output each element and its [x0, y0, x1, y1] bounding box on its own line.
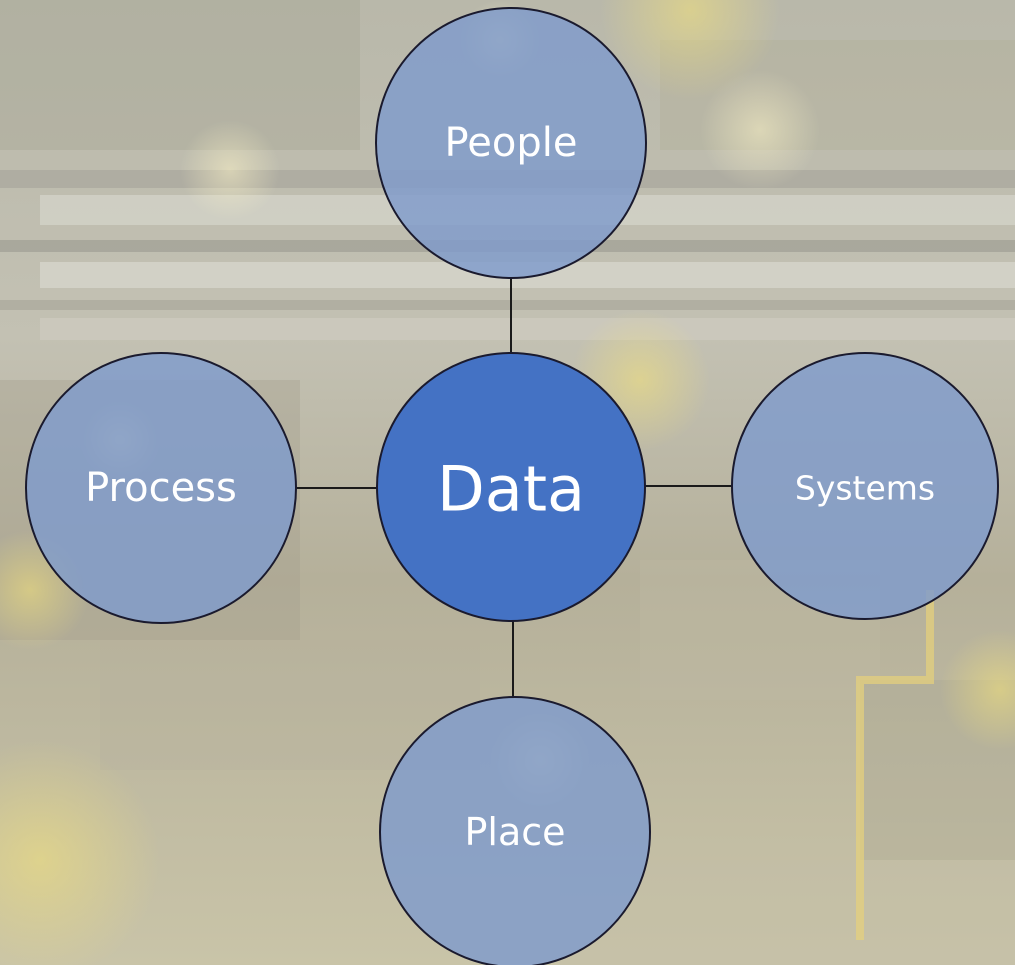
node-place-circle [379, 696, 651, 965]
node-process-circle [25, 352, 297, 624]
node-process: Process [25, 352, 297, 624]
node-systems: Systems [731, 352, 999, 620]
node-systems-circle [731, 352, 999, 620]
node-data-circle [376, 352, 646, 622]
node-place: Place [379, 696, 651, 965]
node-people-label: People [445, 120, 578, 166]
node-people-circle [375, 7, 647, 279]
node-place-label: Place [464, 810, 565, 854]
node-data: Data [376, 352, 646, 622]
node-people: People [375, 7, 647, 279]
node-process-label: Process [85, 465, 237, 511]
node-systems-label: Systems [795, 469, 935, 508]
node-data-label: Data [437, 453, 585, 526]
